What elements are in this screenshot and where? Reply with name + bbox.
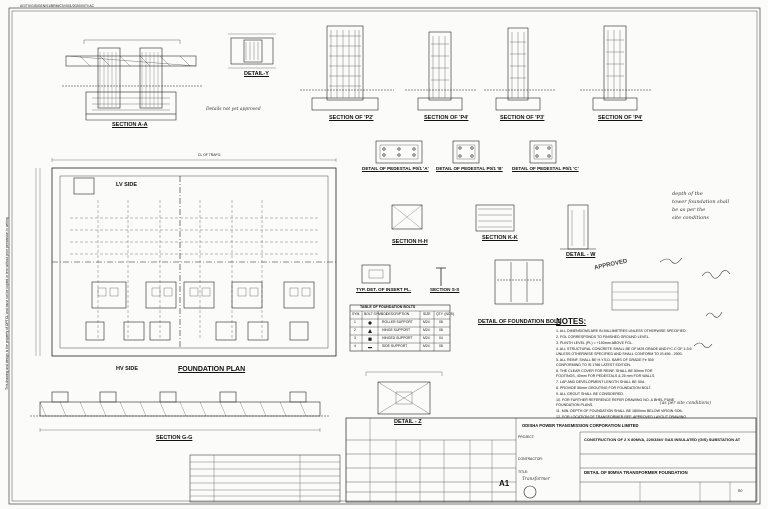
bolt-table-cell: 1 [354, 320, 356, 324]
label-insert-plate: TYP. DET. OF INSERT PL. [356, 287, 412, 292]
label-section-ss: SECTION S-S [430, 287, 460, 292]
bolt-table-lines [349, 304, 451, 352]
note-line: 2. FGL CORRESPONDS TO FINISHED GROUND LE… [556, 335, 650, 339]
bolt-table-cell: 08 [439, 344, 443, 348]
bolt-table-cell: 4 [354, 344, 356, 348]
client-name: ODISHA POWER TRANSMISSION CORPORATION LI… [522, 423, 639, 428]
center-details [361, 204, 596, 305]
bolt-table-header: SIZE [423, 312, 431, 316]
note-line: FOOTINGS, 40mm FOR PEDESTALS & 25 mm FOR… [556, 374, 656, 378]
bolt-table-cell: 08 [439, 320, 443, 324]
label-section-aa: SECTION A-A [112, 122, 148, 128]
label-section-hh: SECTION H-H [392, 239, 428, 245]
drawing-number-top: AG/TX/GIS/GEN/01/BRM/CIV/001/2020/0074 A… [20, 4, 95, 8]
label-section-p4a: SECTION OF 'P4' [424, 115, 469, 121]
bolt-table-cell: 3 [354, 336, 356, 340]
label-section-p3: SECTION OF 'P3' [500, 115, 545, 121]
section-p4a-drawing [405, 31, 477, 111]
bolt-table-header: QTY. (NOS) [436, 312, 455, 316]
detail-y-drawing [228, 33, 276, 69]
label-detail-z: DETAIL - Z [394, 419, 422, 425]
note-line: 10. FOR FURTHER REFERENCE REFER DRAWING … [556, 398, 675, 402]
note-line: 4. ALL STRUCTURAL CONCRETE SHALL BE OF M… [556, 347, 692, 351]
label-detail-y: DETAIL-Y [244, 71, 269, 77]
note-line: 6. THE CLEAR COVER FOR REINF. SHALL BE 5… [556, 369, 653, 373]
drawing-title: DETAIL OF 80MVA TRANSFORMER FOUNDATION [584, 470, 688, 475]
project-name: CONSTRUCTION OF 2 X 80MVA, 220/33kV GAS … [584, 437, 741, 442]
bolt-table-header: BOLT SYMBOL [364, 312, 388, 316]
note-line: 5. ALL REINF. SHALL BE H.Y.S.D. BARS OF … [556, 358, 654, 362]
label-section-p2: SECTION OF 'P2' [329, 115, 374, 121]
bolt-table-cell: M24 [423, 336, 430, 340]
note-line: 3. PLINTH LEVEL (PL) = +150mm ABOVE FGL. [556, 341, 633, 345]
bolt-table-cell: 04 [439, 336, 443, 340]
bolt-table-cell: 08 [439, 328, 443, 332]
title-block-left-lines [189, 454, 341, 503]
label-foundation-bolt: DETAIL OF FOUNDATION BOLT [478, 319, 561, 325]
handnote-line: site conditions [672, 215, 709, 221]
section-p2-drawing [300, 25, 394, 111]
note-line: CONFORMING TO IS:1786 LATEST EDITION. [556, 363, 632, 367]
bolt-table-cell: M24 [423, 344, 430, 348]
bolt-table-cell: HINGE SUPPORT [382, 328, 411, 332]
note-line: 1. ALL DIMENSIONS ARE IN MILLIMETRES UNL… [556, 329, 687, 333]
bolt-symbols [368, 321, 372, 349]
label-section-gg: SECTION G-G [156, 435, 193, 441]
label-pedestal-b: DETAIL OF PEDESTAL P0/1 'B' [436, 166, 503, 171]
note-line: FOUNDATION PLANS. [556, 403, 594, 407]
detail-z-drawing [365, 371, 443, 415]
bolt-table-cell: M24 [423, 328, 430, 332]
bolt-table-cell: ROLLER SUPPORT [382, 320, 413, 324]
bolt-table-cell: 2 [354, 328, 356, 332]
label-foundation-plan: FOUNDATION PLAN [178, 366, 246, 373]
bolt-table-cell: HINGED SUPPORT [382, 336, 413, 340]
sheet-size: A1 [499, 479, 510, 488]
handnote-left: Details not yet approved [206, 107, 261, 112]
label-cl-trafo: CL OF TRAFO. [198, 153, 222, 157]
label-lv-side: LV SIDE [116, 182, 137, 188]
section-p3-drawing [484, 27, 556, 111]
label-pedestal-c: DETAIL OF PEDESTAL P0/1 'C' [512, 166, 579, 171]
handnote-notes: (as per site conditions) [660, 401, 712, 406]
title-block-lines [345, 417, 757, 503]
side-note: This drawing and design is the property … [5, 217, 9, 390]
approval-stamp [611, 281, 679, 311]
notes-heading: NOTES: [556, 317, 587, 326]
section-p4b-drawing [580, 25, 652, 111]
signature-marks [659, 257, 731, 348]
label-detail-w: DETAIL - W [566, 252, 596, 258]
pedestal-details [375, 140, 557, 164]
label-section-p4b: SECTION OF 'P4' [598, 115, 643, 121]
note-line: 11. MIN. DEPTH OF FOUNDATION SHALL BE 18… [556, 409, 684, 413]
label-pedestal-a: DETAIL OF PEDESTAL P0/1 'A' [362, 166, 429, 171]
note-line: UNLESS OTHERWISE SPECIFIED AND SHALL CON… [556, 352, 683, 356]
title-label: TITLE: [518, 470, 529, 474]
bolt-table-header: SYM. [352, 312, 361, 316]
handnote-line: tower foundation shall [672, 199, 730, 205]
label-section-kk: SECTION K-K [482, 235, 518, 241]
handnote-line: depth of the [672, 191, 703, 197]
label-hv-side: HV SIDE [116, 366, 139, 372]
bolt-table-cell: M24 [423, 320, 430, 324]
project-label: PROJECT: [518, 435, 535, 439]
bolt-table-cell: SIDE SUPPORT [382, 344, 408, 348]
note-line: 8. PROVIDE 50mm GROUTING FOR FOUNDATION … [556, 386, 652, 390]
bolt-table-header: DESCRIPTION [386, 312, 410, 316]
contractor-label: CONTRACTOR: [518, 457, 543, 461]
handnote-title: Transformer [522, 477, 550, 482]
foundation-plan-drawing [35, 158, 337, 357]
note-line: 9. ALL GROUT SHALL BE CONSIDERED. [556, 392, 624, 396]
handnote-line: be as per the [672, 207, 706, 213]
section-aa-drawing [62, 39, 202, 121]
section-gg-drawing [30, 391, 330, 432]
note-line: 7. LAP AND DEVELOPMENT LENGTH SHALL BE 5… [556, 380, 645, 384]
revision: R0 [738, 489, 743, 493]
bolt-table-title: TABLE OF FOUNDATION BOLTS [360, 305, 416, 309]
note-line: 12. FOR LOCATION OF TRANSFORMER REF. APP… [556, 415, 688, 419]
